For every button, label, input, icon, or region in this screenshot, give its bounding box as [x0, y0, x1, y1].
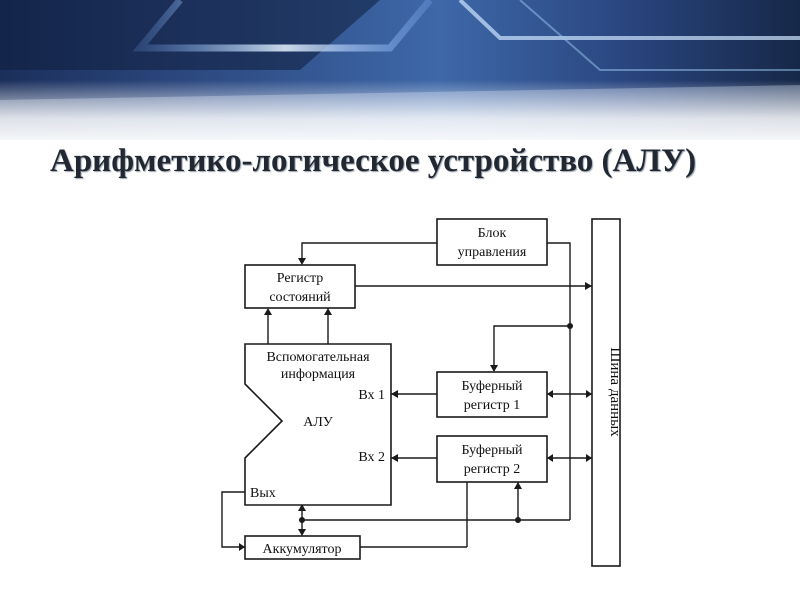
auxiliary-info-label-line1: Вспомогательная — [266, 350, 370, 365]
buffer-register-1-label-line2: регистр 1 — [464, 398, 520, 413]
connection-lines — [221, 242, 592, 551]
buffer-register-2-label-line2: регистр 2 — [464, 462, 520, 477]
alu-label: АЛУ — [303, 415, 333, 430]
accumulator-label: Аккумулятор — [263, 542, 342, 557]
input-2-label: Вх 2 — [358, 450, 385, 465]
input-1-label: Вх 1 — [358, 388, 385, 403]
status-register-label-line1: Регистр — [277, 271, 324, 286]
buffer-register-1-label-line1: Буферный — [461, 379, 523, 394]
slide-title: Арифметико-логическое устройство (АЛУ) — [50, 143, 697, 179]
status-register-label-line2: состояний — [269, 290, 331, 305]
control-unit-label-line2: управления — [458, 245, 527, 260]
accumulator-block: Аккумулятор — [244, 535, 361, 560]
control-unit-block: Блок управления — [436, 218, 548, 266]
auxiliary-info-label-line2: информация — [281, 367, 356, 382]
alu-block: Вспомогательная информация Вх 1 АЛУ Вх 2… — [244, 343, 392, 506]
buffer-register-1-block: Буферный регистр 1 — [436, 371, 548, 418]
data-bus-label: Шина данных — [607, 347, 623, 437]
data-bus-block: Шина данных — [591, 218, 623, 567]
status-register-block: Регистр состояний — [244, 264, 356, 309]
output-label: Вых — [250, 486, 276, 501]
buffer-register-2-block: Буферный регистр 2 — [436, 435, 548, 483]
control-unit-label-line1: Блок — [478, 226, 507, 241]
header-banner — [0, 0, 800, 140]
buffer-register-2-label-line1: Буферный — [461, 443, 523, 458]
